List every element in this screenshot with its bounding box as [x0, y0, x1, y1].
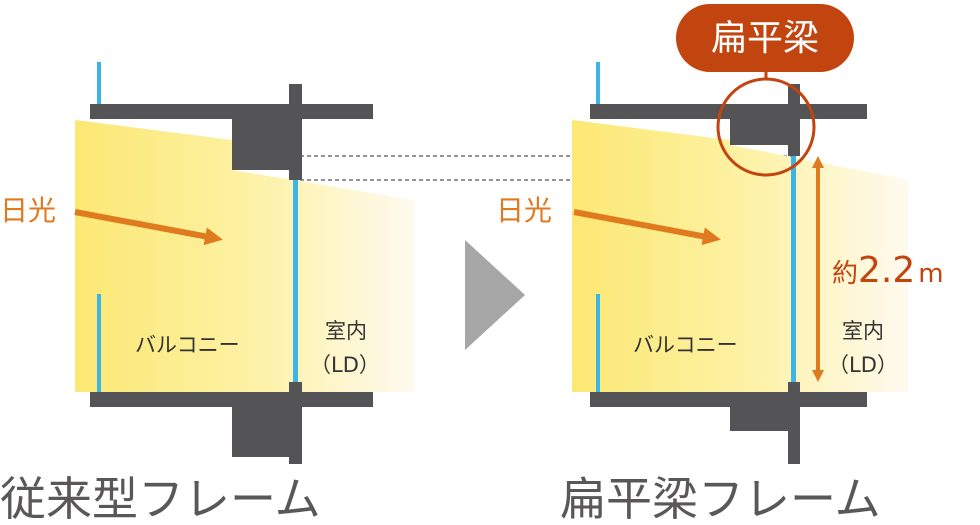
right-upper-slab — [590, 104, 867, 119]
left-balcony-label: バルコニー — [135, 333, 240, 357]
left-column — [289, 84, 302, 180]
flat-beam-callout-badge — [676, 4, 854, 72]
left-lower-slab — [90, 392, 373, 407]
right-room-sublabel: （LD） — [828, 353, 898, 377]
left-sunlight-label: 日光 — [0, 194, 56, 227]
right-window-glass — [791, 156, 796, 392]
left-room-label: 室内 — [325, 319, 367, 343]
right-lower-column — [788, 382, 800, 464]
comparison-arrow-icon — [465, 240, 525, 350]
left-caption: 従来型フレーム — [0, 472, 321, 525]
left-sunlight-area — [75, 120, 414, 392]
right-room-label: 室内 — [842, 319, 884, 343]
right-caption: 扁平梁フレーム — [560, 472, 881, 525]
left-window-glass — [293, 180, 298, 392]
height-prefix: 約 — [832, 259, 858, 289]
left-railing-top — [97, 62, 101, 104]
right-railing-bottom — [596, 294, 600, 392]
left-sunlight-arrow — [74, 209, 223, 246]
right-sunlight-area — [572, 120, 908, 392]
right-sunlight-arrow — [573, 209, 721, 246]
right-balcony-label: バルコニー — [633, 333, 738, 357]
left-lower-column — [289, 382, 302, 464]
right-railing-top — [596, 62, 600, 104]
left-railing-bottom — [97, 294, 101, 392]
flat-beam-callout-label: 扁平梁 — [711, 18, 819, 59]
right-column — [788, 84, 800, 156]
right-lower-slab — [590, 392, 867, 407]
left-upper-slab — [90, 104, 373, 119]
left-panel: 日光 バルコニー 室内 （LD） 従来型フレーム — [0, 62, 414, 525]
height-value: 2.2 — [858, 250, 915, 291]
right-sunlight-label: 日光 — [496, 194, 552, 227]
left-room-sublabel: （LD） — [310, 353, 380, 377]
height-unit: m — [918, 259, 943, 289]
